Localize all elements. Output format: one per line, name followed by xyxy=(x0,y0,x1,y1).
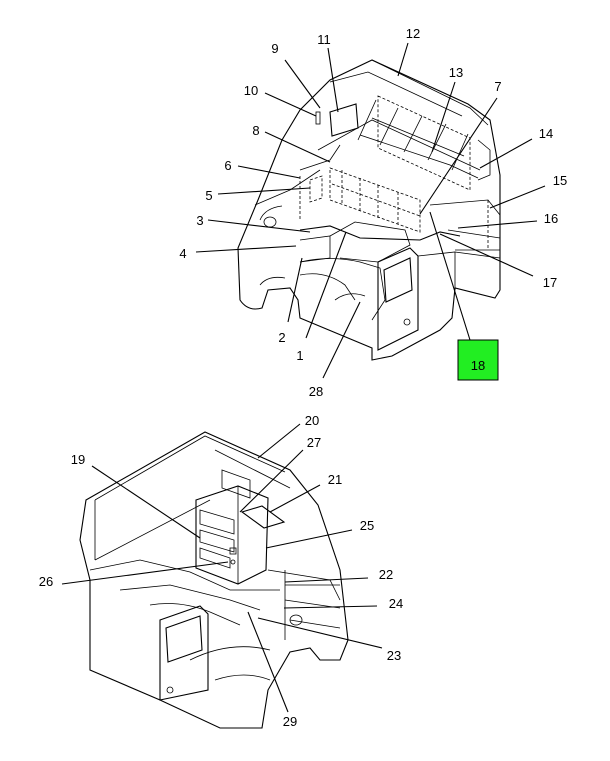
callout-7: 7 xyxy=(494,79,501,94)
callout-1: 1 xyxy=(296,348,303,363)
callout-27: 27 xyxy=(307,435,321,450)
callout-19: 19 xyxy=(71,452,85,467)
callout-8: 8 xyxy=(252,123,259,138)
callout-12: 12 xyxy=(406,26,420,41)
callout-11: 11 xyxy=(317,32,331,47)
bottom-cab-illustration xyxy=(79,431,349,729)
callout-15: 15 xyxy=(553,173,567,188)
callout-24: 24 xyxy=(389,596,403,611)
callout-4: 4 xyxy=(179,246,186,261)
callout-numbers: 1 2 3 4 5 6 7 8 9 10 11 12 13 14 15 16 1… xyxy=(39,26,567,729)
callout-22: 22 xyxy=(379,567,393,582)
callout-26: 26 xyxy=(39,574,53,589)
callout-17: 17 xyxy=(543,275,557,290)
callout-16: 16 xyxy=(544,211,558,226)
callout-18: 18 xyxy=(471,358,485,373)
callout-13: 13 xyxy=(449,65,463,80)
callout-20: 20 xyxy=(305,413,319,428)
callout-18-highlight xyxy=(457,339,499,381)
callout-23: 23 xyxy=(387,648,401,663)
callout-10: 10 xyxy=(244,83,258,98)
callout-21: 21 xyxy=(328,472,342,487)
callout-6: 6 xyxy=(224,158,231,173)
callout-29: 29 xyxy=(283,714,297,729)
callout-2: 2 xyxy=(278,330,285,345)
top-cab-illustration xyxy=(237,59,501,361)
leader-lines xyxy=(61,42,546,713)
callout-25: 25 xyxy=(360,518,374,533)
callout-28: 28 xyxy=(309,384,323,399)
callout-9: 9 xyxy=(271,41,278,56)
callout-3: 3 xyxy=(196,213,203,228)
callout-14: 14 xyxy=(539,126,553,141)
callout-5: 5 xyxy=(205,188,212,203)
